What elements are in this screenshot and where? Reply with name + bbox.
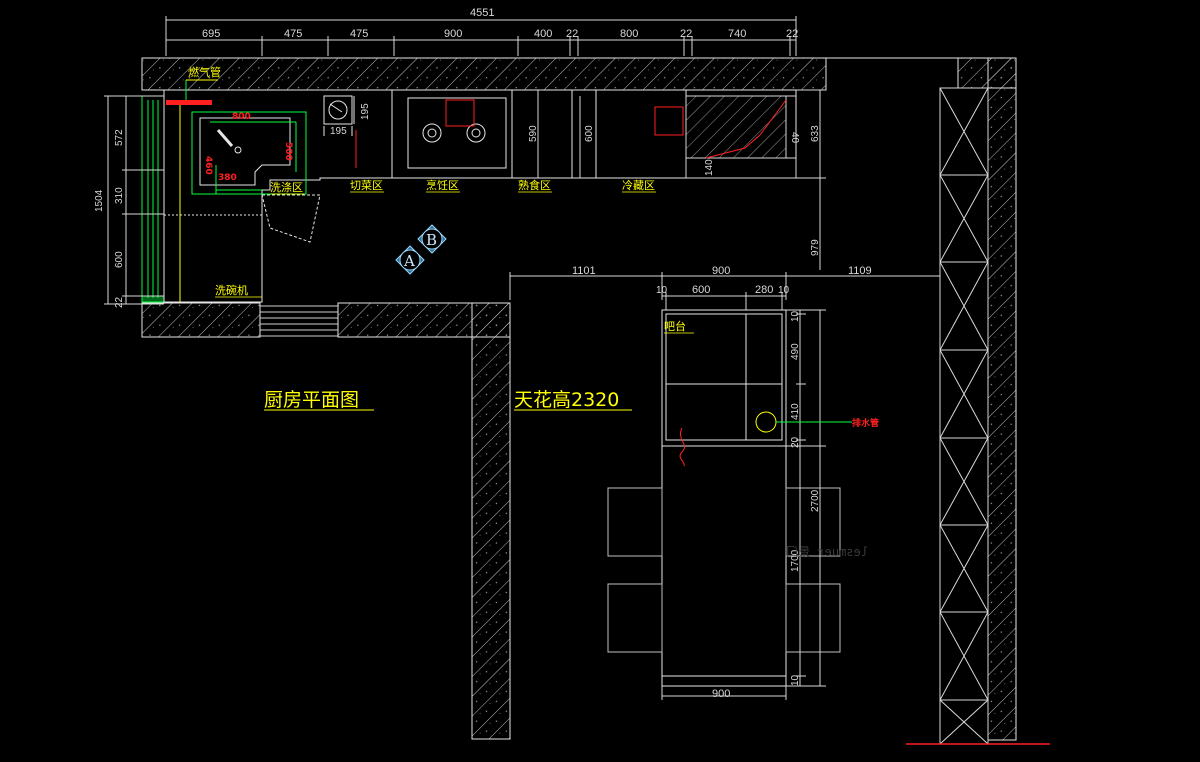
top-dim-3: 900 [444,28,462,40]
top-total-dim: 4551 [470,7,494,19]
ceiling-height-label: 天花高2320 [514,389,619,411]
bar-span-dimensions [509,178,941,310]
main-sink [166,100,307,195]
left-total-dim: 1504 [94,189,105,212]
bar-stools [607,487,841,653]
top-dim-0: 695 [202,28,220,40]
wall-right-top [957,57,1017,89]
top-dim-7: 22 [680,28,692,40]
gas-pipe-marker [185,79,218,100]
top-dim-9: 22 [786,28,798,40]
stove [407,97,507,169]
corner-small-label: 40 [789,132,800,144]
right-vertical-dim: 979 [810,239,821,256]
bar-inner-280: 280 [755,284,773,296]
left-dimensions [104,95,164,305]
bar-v-10a: 10 [790,310,801,322]
bar-counter [661,309,787,687]
left-dim-2: 600 [114,251,125,268]
corner-depth-label: 633 [810,125,821,142]
bar-inner-600: 600 [692,284,710,296]
corner-140-label: 140 [704,159,715,176]
bar-label: 吧台 [664,319,686,333]
top-dim-5: 22 [566,28,578,40]
left-dim-3: 22 [114,296,125,308]
zone-cold-label: 冷藏区 [622,179,655,192]
zone-cook-label: 烹饪区 [426,178,459,192]
small-sink [323,95,357,168]
bar-v-10b: 10 [790,674,801,686]
left-dim-1: 310 [114,187,125,204]
top-dim-4: 400 [534,28,552,40]
zone-cut-label: 切菜区 [350,179,383,192]
top-dim-1: 475 [284,28,302,40]
view-marker-a: A [395,245,425,275]
stove-depth-label: 590 [528,125,539,142]
svg-text:B: B [426,231,437,249]
bar-span-left-dim: 1101 [572,265,596,277]
left-dim-0: 572 [114,129,125,146]
mirrored-text: lesmuer 景门 [786,544,868,559]
door-threshold [260,305,338,337]
bar-span-right-dim: 1109 [848,265,872,277]
zone-wash-label: 洗涤区 [270,180,303,194]
svg-text:A: A [403,252,415,270]
top-dimensions [165,16,797,56]
view-marker-b: B [417,224,447,254]
bar-v-490: 490 [790,343,801,360]
wall-bottom-left [141,302,261,338]
walls [141,57,1017,741]
small-sink-h-label: 195 [360,103,371,120]
bar-inner-10a: 10 [656,285,668,296]
fridge-marker [654,106,684,136]
sink-width-label: 800 [232,112,251,122]
corner-cabinet [685,95,797,179]
window-left [141,95,165,303]
top-dim-8: 740 [728,28,746,40]
sink-depth-label: 500 [283,142,293,161]
bar-vertical-dimensions [661,309,826,700]
sink-basin-width-label: 380 [218,173,237,183]
bar-v-410: 410 [790,403,801,420]
bar-inner-10b: 10 [778,285,790,296]
zone-cooked-label: 熟食区 [518,178,551,192]
wall-top [141,57,827,91]
gas-pipe-label: 燃气管 [188,65,221,79]
wall-right [987,57,1017,741]
bar-v-20: 20 [790,436,801,448]
top-dim-6: 800 [620,28,638,40]
small-sink-w-label: 195 [330,126,347,137]
bar-span-mid-dim: 900 [712,265,730,277]
wall-vertical-center [471,302,511,740]
drain-label: 排水管 [852,417,879,429]
bar-v-2700: 2700 [810,489,821,512]
drawing-title: 厨房平面图 [264,389,359,411]
bar-bottom-900: 900 [712,688,730,700]
top-dim-2: 475 [350,28,368,40]
fridge-depth-label: 600 [584,125,595,142]
bar-v-1700: 1700 [790,549,801,572]
tall-cabinet-right [939,87,989,745]
dishwasher-label: 洗碗机 [215,283,248,297]
sink-basin-depth-label: 460 [203,156,213,175]
